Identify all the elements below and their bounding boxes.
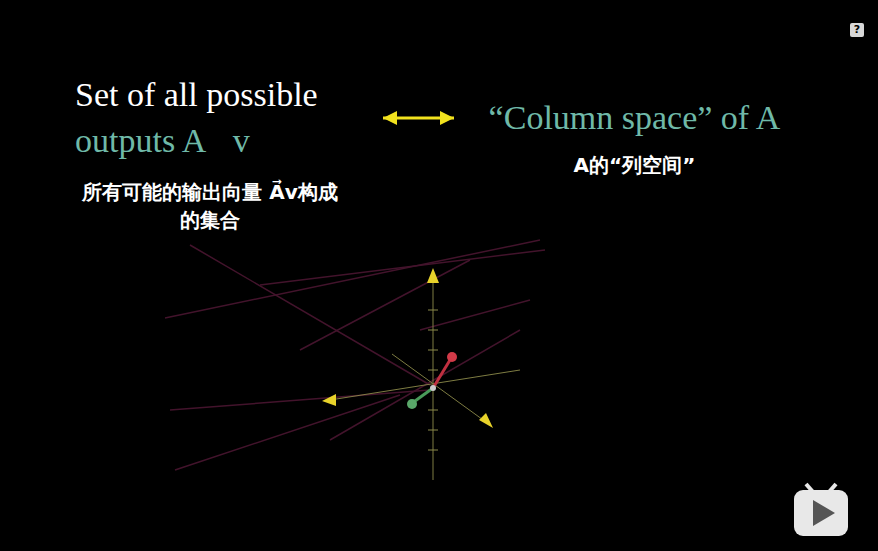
double-arrow	[383, 111, 454, 125]
help-icon: ?	[850, 23, 864, 37]
heading-text: Set of all possible outputs A⃗v	[75, 72, 375, 164]
subtitle-text: 所有可能的输出向量 A⃗v构成的集合	[75, 178, 345, 234]
concept-label: “Column space” of A A的“列空间”	[462, 95, 807, 179]
heading-text: “Column space” of A	[462, 95, 807, 141]
subtitle-text: A的“列空间”	[462, 151, 807, 179]
play-icon	[794, 484, 848, 536]
concept-label: Set of all possible outputs A⃗v 所有可能的输出向量…	[75, 72, 375, 234]
